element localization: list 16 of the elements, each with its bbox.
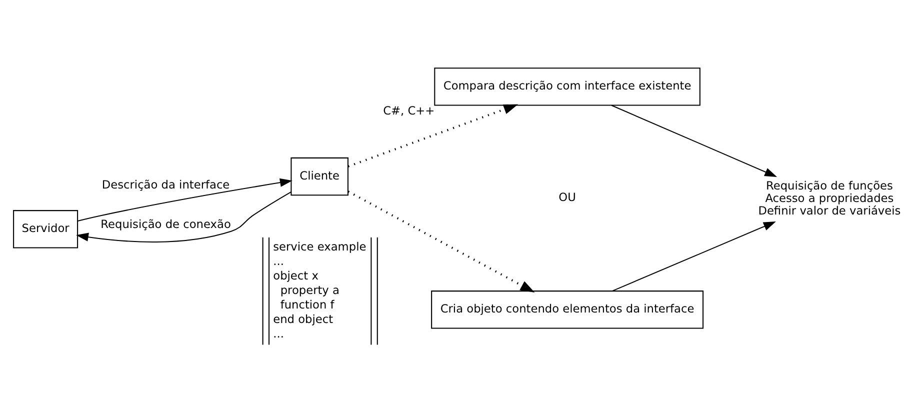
edge-label: Requisição de conexão xyxy=(100,216,230,231)
node-box: Compara descrição com interface existente xyxy=(434,68,700,106)
arrow xyxy=(76,192,291,242)
node-box: Servidor xyxy=(12,210,78,248)
arrow xyxy=(611,222,776,292)
node-text: Requisição de funções Acesso a propriedades Definir valor de variáveis xyxy=(758,178,900,218)
label: OU xyxy=(558,190,576,204)
arrow xyxy=(610,104,777,177)
arrow xyxy=(347,104,518,168)
arrow xyxy=(77,178,292,222)
node-box: Cria objeto contendo elementos da interface xyxy=(430,290,704,329)
node-box: Cliente xyxy=(290,157,348,196)
edge-label: Descrição da interface xyxy=(101,178,230,192)
node-label: C#, C++ xyxy=(382,103,434,118)
arrow xyxy=(347,190,534,293)
node-text: service example ... object x property a function f end object ... xyxy=(272,240,366,340)
